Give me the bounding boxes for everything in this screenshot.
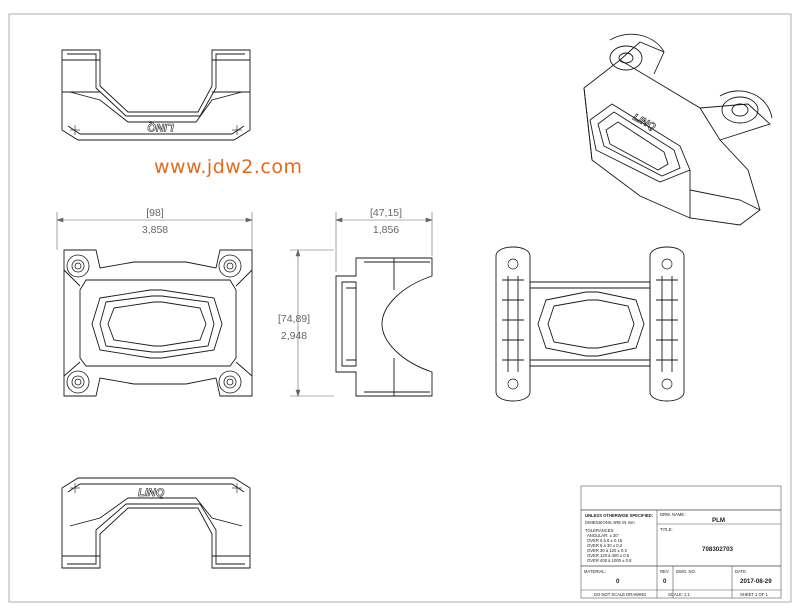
- tb-material-label: MATERIAL:: [584, 569, 606, 574]
- tb-dwg-label: DWG. NO.: [676, 569, 697, 574]
- watermark-text: www.jdw2.com: [154, 156, 303, 178]
- tb-date-label: DATE: [735, 569, 746, 574]
- tb-tol-line-4: OVER 30 à 120 ± 0.3: [587, 548, 627, 553]
- tb-dimensions-are: DIMENSIONS ARE IN mm: [585, 520, 635, 525]
- depth-dimension: [335, 212, 433, 272]
- tb-unless-specified: UNLESS OTHERWISE SPECIFIED:: [585, 513, 654, 518]
- front-view: [63, 249, 253, 397]
- tb-rev-label: REV:: [660, 569, 670, 574]
- height-dim-mm: [74,89]: [278, 313, 310, 325]
- height-dim-in: 2,948: [281, 330, 307, 342]
- tb-scale: SCALE: 1:1: [668, 592, 690, 597]
- tb-tol-line-3: OVER 6 à 30 ± 0.2: [587, 543, 623, 548]
- tb-tolerances: TOLERANCES:: [585, 528, 615, 533]
- tb-tol-line-2: OVER 0 à 6 ± 0.15: [587, 538, 623, 543]
- bottom-view-crosshairs: [70, 483, 242, 493]
- side-view: [335, 257, 433, 397]
- width-dim-in: 3,858: [142, 224, 168, 236]
- tb-rev-value: 0: [663, 578, 667, 585]
- depth-dim-mm: [47,15]: [370, 207, 402, 219]
- isometric-view: [583, 33, 773, 226]
- tb-tol-line-6: OVER 400 à 1000 ± 0.8: [587, 558, 632, 563]
- tb-material-value: 0: [616, 578, 620, 585]
- top-view-brand-mark: LINQ: [147, 121, 174, 133]
- rear-view-holes: [507, 258, 673, 390]
- top-view-crosshairs: [70, 125, 242, 135]
- tb-title-value: 708302703: [702, 546, 733, 553]
- bottom-view-brand-mark: LINQ: [138, 487, 165, 499]
- iso-brand-mark: LINQ: [631, 112, 657, 133]
- tb-date-value: 2017-08-29: [740, 578, 772, 585]
- front-view-bolts: [66, 254, 242, 394]
- depth-dim-in: 1,856: [373, 224, 399, 236]
- title-block: [580, 485, 782, 599]
- width-dimension: [56, 212, 253, 250]
- width-dim-mm: [98]: [146, 207, 164, 219]
- tb-drawn-label: DRW. NAME :: [660, 512, 687, 517]
- tb-tol-line-1: ANGULAR: ± 30': [587, 533, 619, 538]
- height-dimension: [290, 249, 334, 397]
- tb-title-label: TITLE:: [660, 527, 673, 532]
- sheet-border: [8, 13, 792, 603]
- tb-drawn-value: PLM: [712, 517, 726, 524]
- tb-sheet: SHEET 1 OF 1: [740, 592, 768, 597]
- tb-tol-line-5: OVER 120 à 400 ± 0.5: [587, 553, 630, 558]
- rear-view: [495, 246, 685, 402]
- tb-do-not-scale: DO NOT SCALE DRAWING: [594, 592, 647, 597]
